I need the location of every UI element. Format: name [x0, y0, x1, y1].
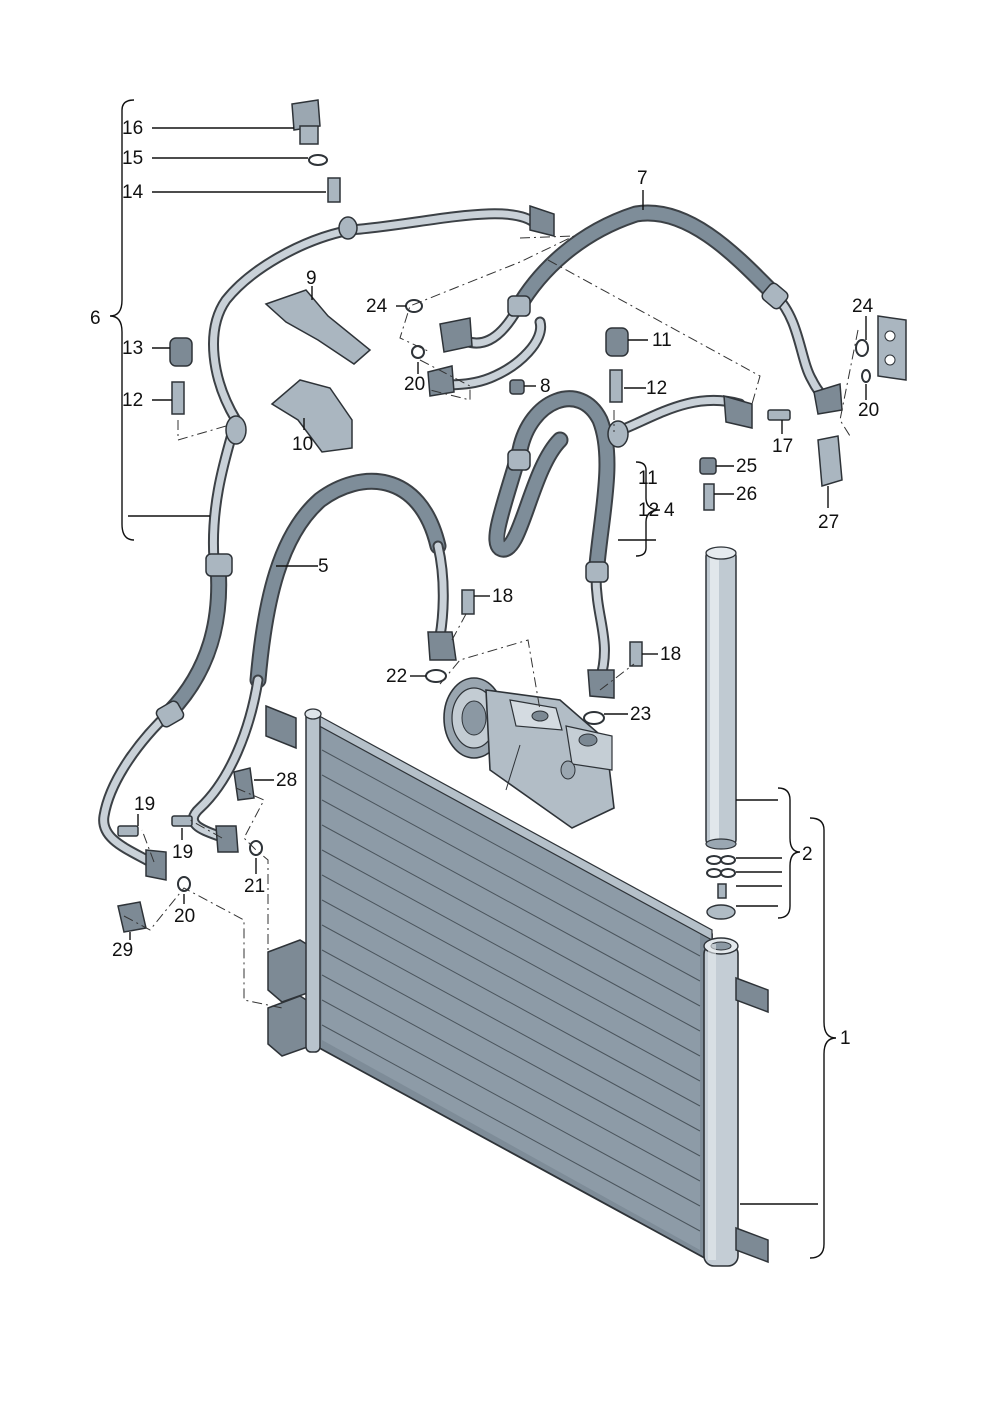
nut-8	[509, 379, 525, 395]
nut-25	[699, 457, 717, 475]
callout-18-upper: 18	[492, 586, 513, 607]
callout-27: 27	[818, 512, 839, 533]
callout-23: 23	[630, 704, 651, 725]
holder-9	[264, 289, 372, 365]
callout-28: 28	[276, 770, 297, 791]
callout-13: 13	[122, 338, 143, 359]
valve-12-right	[609, 369, 623, 403]
hose-5	[187, 472, 457, 853]
hose-7	[427, 204, 843, 415]
bracket-27	[817, 435, 843, 487]
callout-12-right: 12	[646, 378, 667, 399]
callout-7: 7	[637, 168, 648, 189]
bolts-19	[117, 815, 193, 837]
callout-24-left: 24	[366, 296, 388, 317]
cap-11	[605, 327, 629, 357]
callout-20-left: 20	[404, 374, 425, 395]
callout-14: 14	[122, 182, 144, 203]
callout-12-left: 12	[122, 390, 143, 411]
callout-19-right: 19	[172, 842, 193, 863]
callout-21: 21	[244, 876, 265, 897]
callout-19-left: 19	[134, 794, 155, 815]
callout-17: 17	[772, 436, 793, 457]
bolt-17	[767, 409, 791, 421]
callout-18-lower: 18	[660, 644, 681, 665]
callout-4: 4	[664, 500, 675, 521]
callout-26: 26	[736, 484, 757, 505]
condenser	[265, 704, 769, 1267]
assembly-lines	[123, 235, 859, 1009]
dryer-bolt	[717, 883, 727, 899]
callout-25: 25	[736, 456, 757, 477]
ac-compressor	[443, 677, 615, 829]
cap-13	[169, 337, 193, 367]
dryer-seal-rings	[706, 855, 736, 878]
callout-2: 2	[802, 844, 813, 865]
callout-22: 22	[386, 666, 407, 687]
callout-5: 5	[318, 556, 329, 577]
bolt-26	[703, 483, 715, 511]
line-6	[98, 204, 555, 881]
bracket-29	[117, 901, 147, 933]
callout-16: 16	[122, 118, 143, 139]
leader-lines	[128, 127, 867, 1205]
callout-20-right: 20	[858, 400, 879, 421]
callout-15: 15	[122, 148, 143, 169]
callout-12-group: 12	[638, 500, 659, 521]
o-ring-20-upper	[411, 345, 425, 359]
callout-1: 1	[840, 1028, 851, 1049]
callout-11-group: 11	[638, 468, 658, 489]
service-valve-core-14	[327, 177, 341, 203]
callout-20-bottom: 20	[174, 906, 195, 927]
callout-8: 8	[540, 376, 551, 397]
bolts-18	[461, 589, 643, 667]
braces	[109, 99, 837, 1259]
callout-9: 9	[306, 268, 317, 289]
callout-24-right: 24	[852, 296, 874, 317]
callout-6: 6	[90, 308, 101, 329]
callout-labels: 1 2 4 5 6 7 8 9 10 11 11 12 12 12 13 14 …	[90, 118, 879, 1049]
bracket-28	[233, 767, 255, 801]
holder-10	[270, 379, 353, 453]
valve-12-left	[171, 381, 185, 415]
dryer-cartridge	[705, 546, 737, 850]
callout-11-cap: 11	[652, 330, 672, 351]
callout-10: 10	[292, 434, 313, 455]
dryer-plug	[706, 904, 736, 920]
hose-4	[488, 390, 753, 699]
bracket-24-right	[855, 315, 907, 383]
pressure-sensor	[291, 99, 321, 145]
o-rings-20-21	[177, 840, 263, 892]
sensor-o-ring	[308, 154, 328, 166]
callout-29: 29	[112, 940, 133, 961]
